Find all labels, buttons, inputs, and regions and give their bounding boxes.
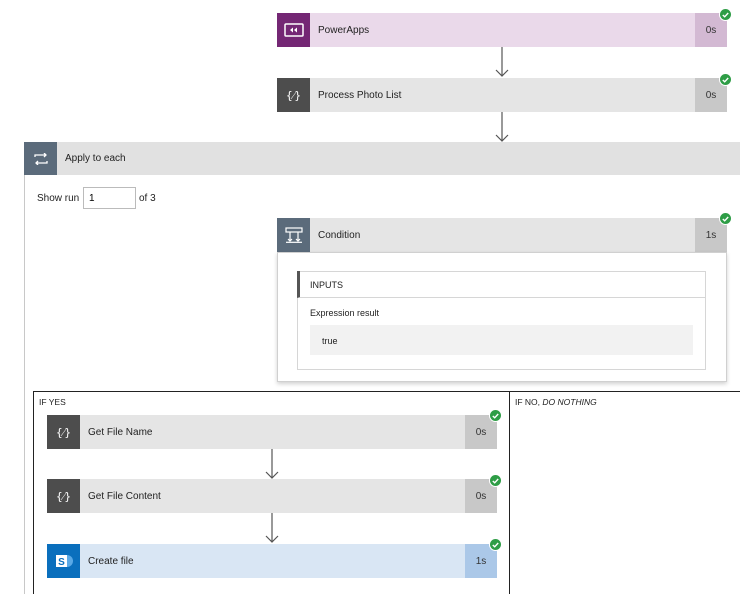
powerapps-label: PowerApps	[318, 24, 370, 36]
success-check-icon	[719, 212, 732, 225]
expression-result-label: Expression result	[310, 308, 380, 318]
if-no-branch	[510, 391, 740, 594]
powerapps-step[interactable]: PowerApps 0s	[277, 13, 727, 47]
svg-text:S: S	[58, 557, 65, 568]
show-run-label: Show run	[37, 193, 80, 204]
loop-icon	[24, 142, 57, 175]
expression-result-text: true	[322, 336, 338, 346]
run-number-input[interactable]	[83, 187, 136, 209]
if-yes-label: IF YES	[39, 397, 66, 407]
apply-to-each-label: Apply to each	[65, 153, 126, 164]
success-check-icon	[489, 474, 502, 487]
condition-step[interactable]: Condition 1s	[277, 218, 727, 252]
if-yes-branch	[33, 391, 510, 594]
data-operations-icon: {⁄}	[277, 78, 310, 112]
inputs-title: INPUTS	[310, 280, 344, 290]
success-check-icon	[489, 409, 502, 422]
expression-result-value: true	[310, 325, 693, 355]
run-count-label: of 3	[139, 193, 156, 204]
if-no-action: DO NOTHING	[542, 397, 597, 407]
data-operations-icon: {⁄}	[47, 479, 80, 513]
get-file-content-label: Get File Content	[88, 490, 161, 502]
process-photo-list-label: Process Photo List	[318, 89, 402, 101]
get-file-name-label: Get File Name	[88, 426, 153, 438]
get-file-content-step[interactable]: {⁄} Get File Content 0s	[47, 479, 497, 513]
if-no-prefix: IF NO,	[515, 397, 541, 407]
connector-arrow-icon	[265, 513, 279, 543]
sharepoint-icon: S	[47, 544, 80, 578]
success-check-icon	[719, 8, 732, 21]
create-file-step[interactable]: S Create file 1s	[47, 544, 497, 578]
data-operations-icon: {⁄}	[47, 415, 80, 449]
apply-to-each-header[interactable]: Apply to each	[24, 142, 740, 175]
get-file-name-step[interactable]: {⁄} Get File Name 0s	[47, 415, 497, 449]
condition-details-panel	[277, 252, 727, 382]
powerapps-icon	[277, 13, 310, 47]
connector-arrow-icon	[265, 449, 279, 479]
condition-label: Condition	[318, 229, 361, 241]
if-no-label: IF NO, DO NOTHING	[515, 397, 597, 407]
connector-arrow-icon	[495, 112, 509, 142]
apply-to-each-container	[24, 142, 740, 594]
process-photo-list-step[interactable]: {⁄} Process Photo List 0s	[277, 78, 727, 112]
success-check-icon	[489, 538, 502, 551]
inputs-header: INPUTS	[297, 271, 706, 298]
success-check-icon	[719, 73, 732, 86]
create-file-label: Create file	[88, 555, 134, 567]
connector-arrow-icon	[495, 47, 509, 77]
inputs-section	[297, 271, 706, 370]
condition-icon	[277, 218, 310, 252]
